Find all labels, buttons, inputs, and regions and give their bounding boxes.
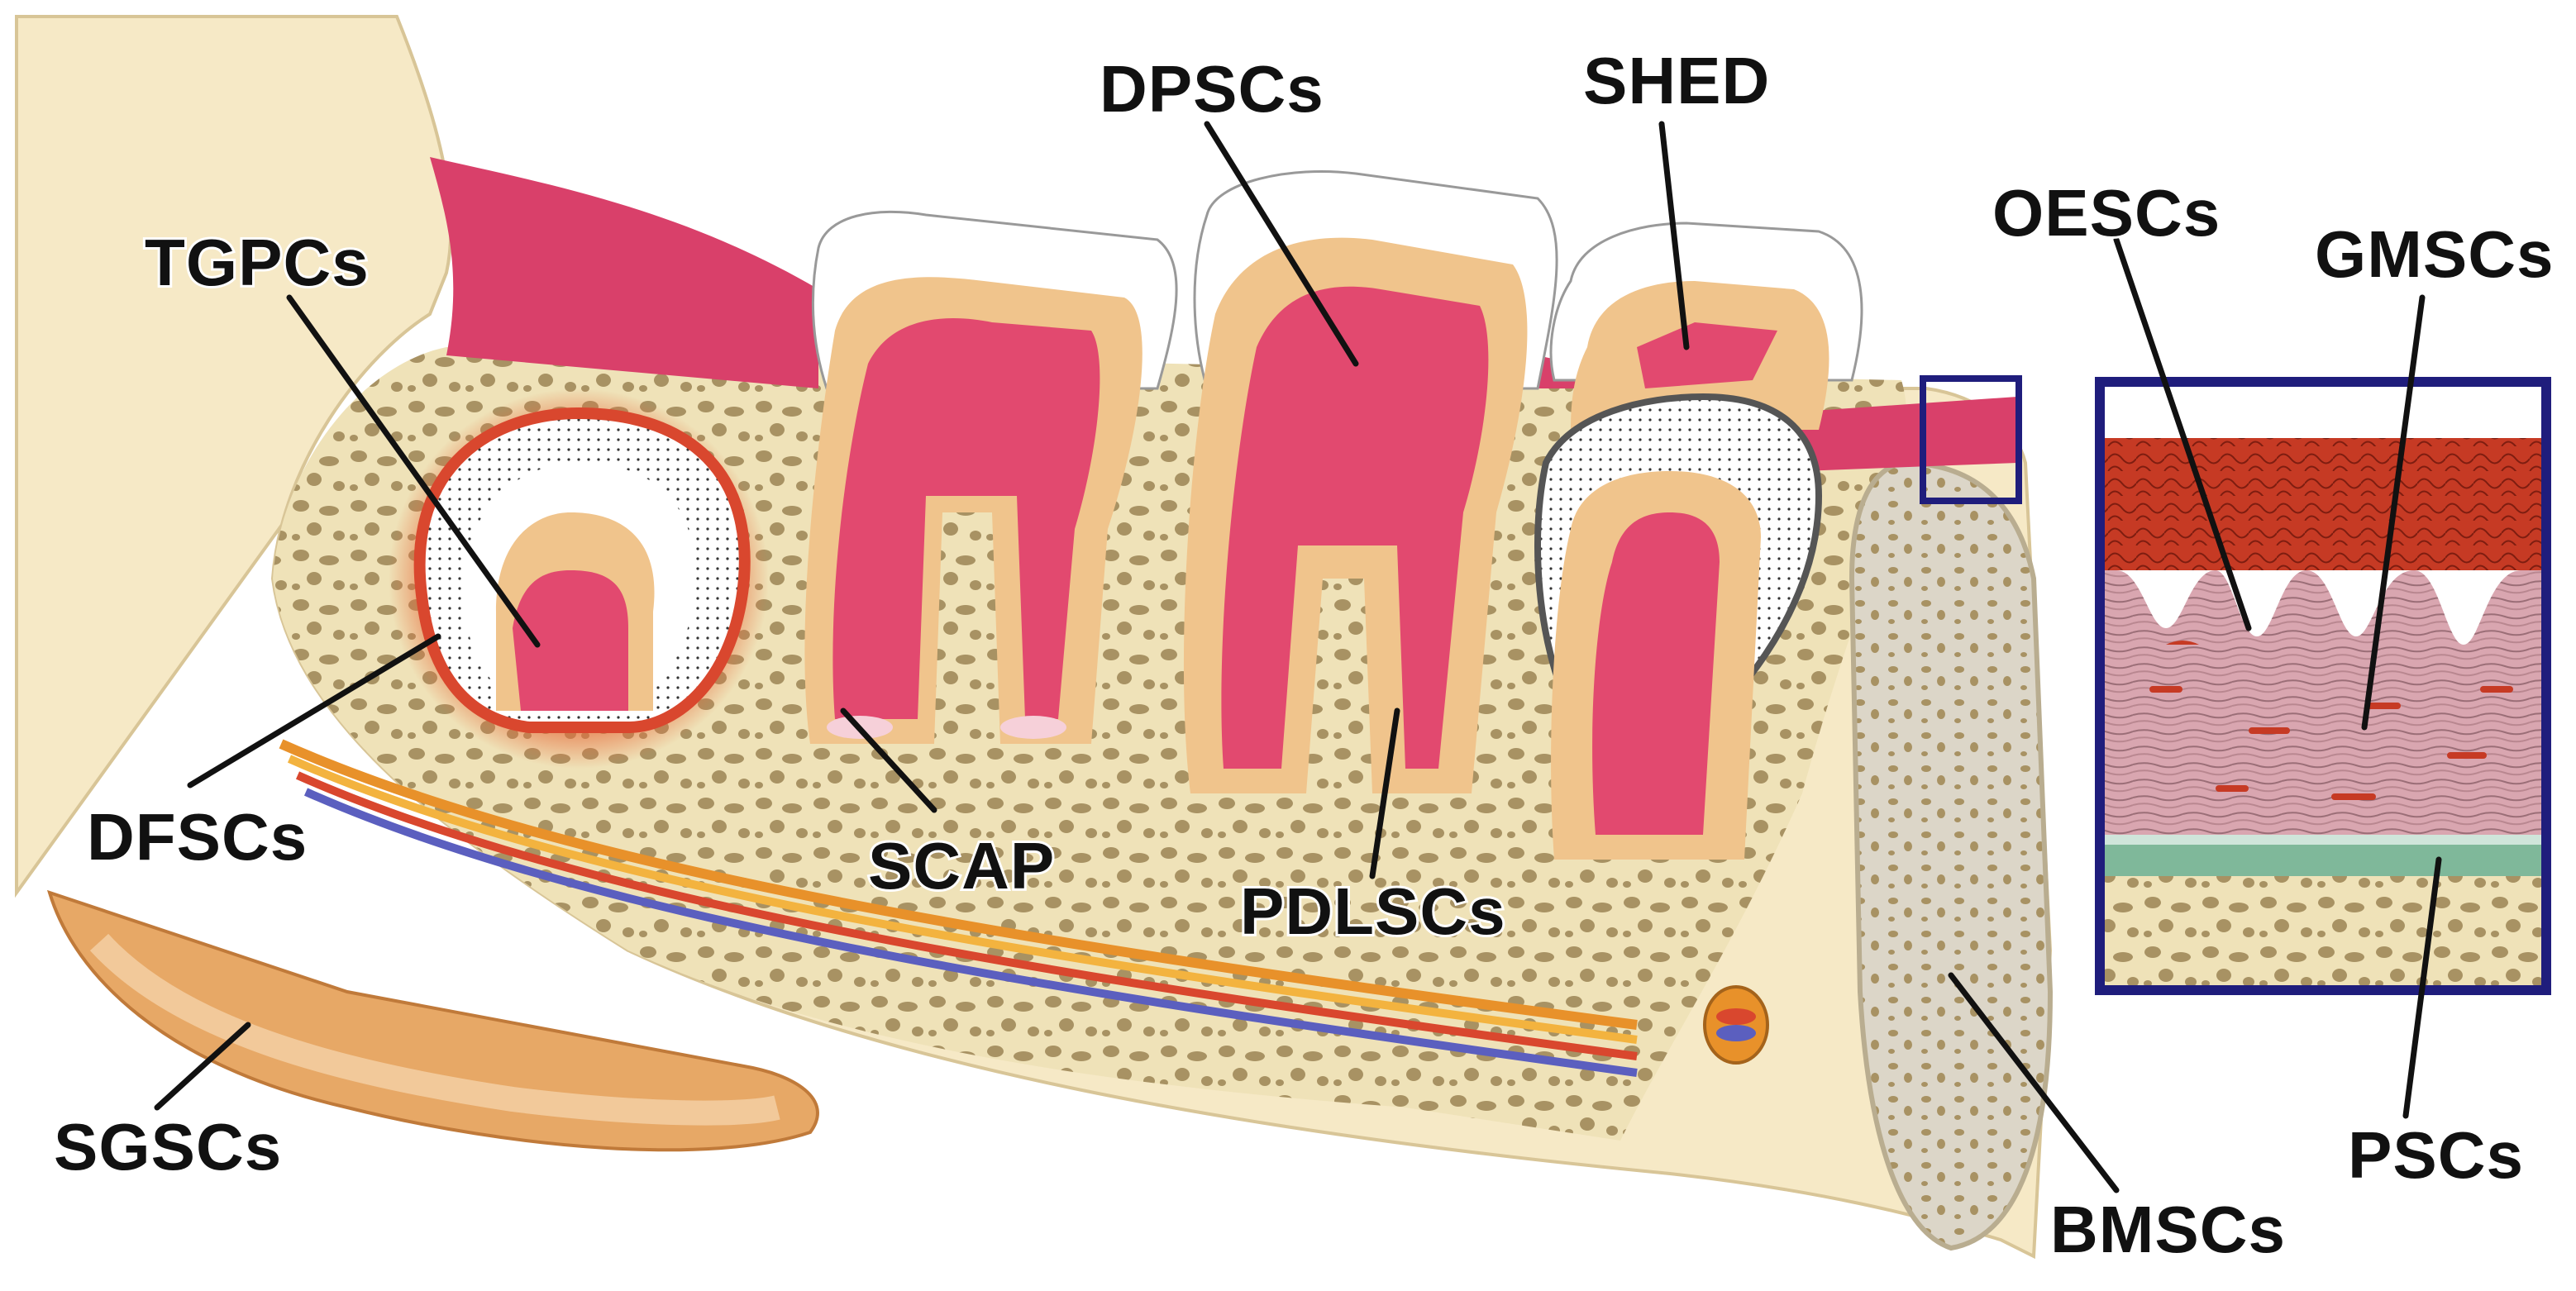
label-dfscs: DFSCs — [87, 800, 308, 874]
gingiva — [430, 157, 2017, 471]
developing-tooth — [389, 388, 769, 769]
label-scap: SCAP — [868, 829, 1055, 903]
leader-pdlscs — [1369, 707, 1400, 879]
neurovascular-bundle — [279, 739, 1769, 1077]
leader-sgscs — [154, 1022, 251, 1111]
leader-dpscs — [1204, 121, 1359, 367]
label-bmscs: BMSCs — [2050, 1193, 2286, 1266]
leader-tgpcs — [286, 294, 541, 648]
label-pscs: PSCs — [2348, 1118, 2524, 1192]
label-tgpcs: TGPCs — [145, 226, 370, 299]
inset-marker — [1920, 375, 2022, 504]
molar-1 — [804, 210, 1178, 744]
leader-scap — [840, 707, 937, 813]
mucosa-inset — [2095, 377, 2551, 995]
leader-gmscs — [2361, 294, 2426, 731]
molar-2 — [1183, 170, 1558, 793]
leader-lines — [154, 121, 2442, 1193]
label-pdlscs: PDLSCs — [1240, 874, 1506, 948]
leader-oescs — [2113, 236, 2252, 631]
label-shed: SHED — [1583, 44, 1770, 117]
labels: TGPCs DPSCs SHED OESCs GMSCs DFSCs SCAP … — [51, 41, 2556, 1269]
label-gmscs: GMSCs — [2315, 217, 2555, 291]
deciduous-tooth — [1534, 222, 1863, 860]
label-dpscs: DPSCs — [1100, 52, 1324, 126]
leader-dfscs — [187, 633, 441, 788]
label-oescs: OESCs — [1992, 176, 2221, 250]
leader-pscs — [2402, 856, 2442, 1119]
salivary-gland — [46, 889, 819, 1152]
leader-bmscs — [1948, 972, 2120, 1193]
leader-shed — [1658, 121, 1690, 350]
label-sgscs: SGSCs — [54, 1110, 282, 1184]
cortical-cross-section — [1849, 460, 2054, 1251]
